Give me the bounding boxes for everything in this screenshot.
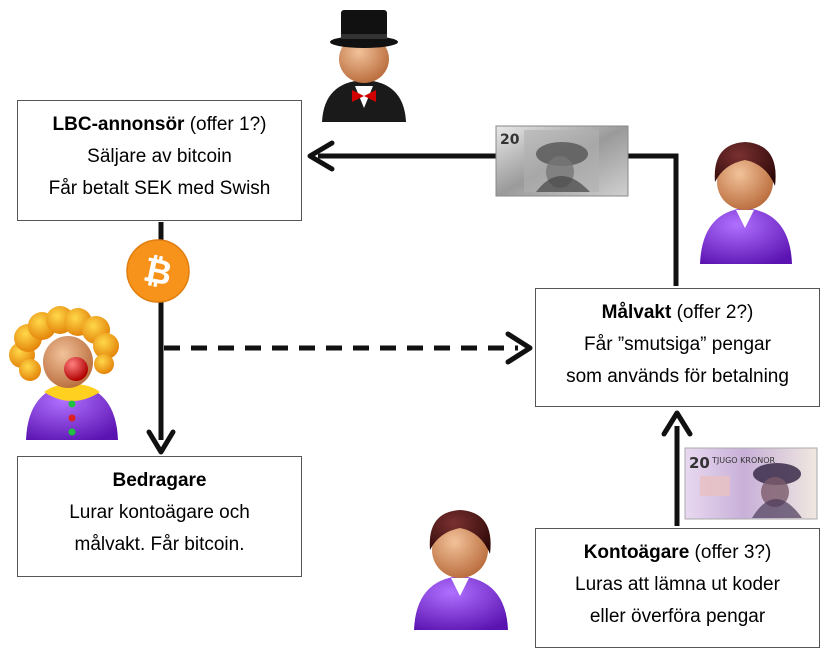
arrow-kontoagare-to-malvakt (661, 410, 693, 526)
dashed-arrow-to-malvakt (164, 331, 533, 365)
malvakt-title: Målvakt (601, 302, 672, 323)
bedragare-title-line: Bedragare (18, 465, 301, 497)
kontoagare-title-suffix: (offer 3?) (689, 542, 772, 563)
malvakt-line2: Får ”smutsiga” pengar (584, 334, 771, 355)
banknote-color-text: TJUGO KRONOR (711, 456, 776, 465)
banknote-gray-denomination: 20 (500, 132, 520, 148)
malvakt-line3: som används för betalning (566, 366, 789, 387)
malvakt-title-suffix: (offer 2?) (671, 302, 754, 323)
banknote-gray-icon: 20 (495, 125, 629, 197)
lbc-title-suffix: (offer 1?) (184, 114, 267, 135)
tophat-man-icon (322, 10, 406, 122)
kontoagare-line2: Luras att lämna ut koder (575, 574, 780, 595)
bedragare-line3: målvakt. Får bitcoin. (74, 534, 245, 555)
bedragare-title: Bedragare (112, 470, 207, 491)
bitcoin-icon: ₿ (126, 239, 190, 303)
banknote-color-icon: 20 TJUGO KRONOR (684, 447, 818, 520)
lbc-title: LBC-annonsör (52, 114, 185, 135)
person-malvakt-icon (700, 142, 792, 264)
node-kontoagare: Kontoägare (offer 3?) Luras att lämna ut… (535, 528, 820, 648)
node-bedragare: Bedragare Lurar kontoägare och målvakt. … (17, 456, 302, 577)
person-kontoagare-icon (414, 510, 508, 630)
clown-icon (9, 306, 119, 440)
kontoagare-title: Kontoägare (583, 542, 690, 563)
banknote-color-denomination: 20 (689, 454, 710, 472)
lbc-title-line: LBC-annonsör (offer 1?) (18, 109, 301, 141)
node-malvakt: Målvakt (offer 2?) Får ”smutsiga” pengar… (535, 288, 820, 407)
bedragare-line2: Lurar kontoägare och (69, 502, 250, 523)
lbc-line2: Säljare av bitcoin (87, 146, 232, 167)
node-lbc-annonsor: LBC-annonsör (offer 1?) Säljare av bitco… (17, 100, 302, 221)
arrow-malvakt-to-lbc (307, 140, 679, 286)
malvakt-title-line: Målvakt (offer 2?) (536, 297, 819, 329)
kontoagare-line3: eller överföra pengar (589, 606, 766, 627)
lbc-line3: Får betalt SEK med Swish (48, 178, 271, 199)
kontoagare-title-line: Kontoägare (offer 3?) (536, 537, 819, 569)
